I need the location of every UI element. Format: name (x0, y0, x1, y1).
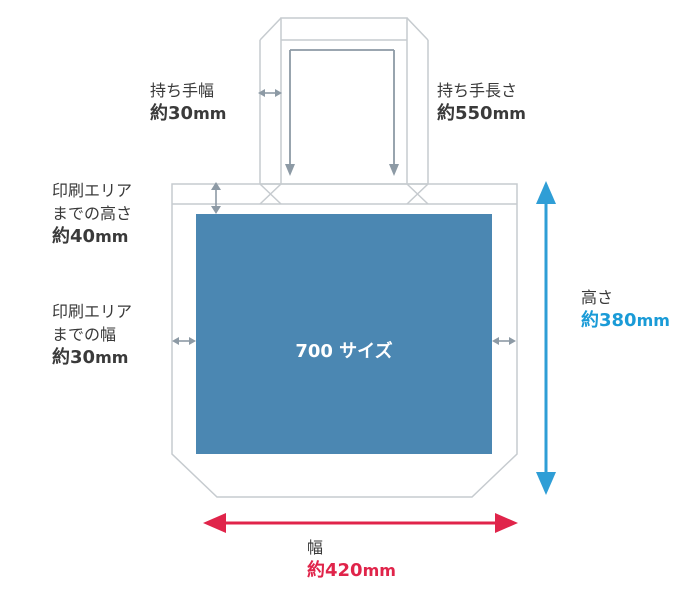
print-side-label: 印刷エリア までの幅 約30mm (52, 300, 132, 369)
print-top-line2: までの高さ (52, 204, 133, 223)
width-label: 幅 約420mm (307, 536, 396, 582)
handle-width-value: 約30mm (150, 103, 227, 124)
height-arrow (536, 181, 556, 495)
print-side-value: 約30mm (52, 347, 129, 368)
print-top-label: 印刷エリア までの高さ 約40mm (52, 179, 132, 248)
width-title: 幅 (307, 538, 324, 557)
height-label: 高さ 約380mm (581, 286, 670, 332)
height-value: 約380mm (581, 310, 670, 331)
print-side-line1: 印刷エリア (52, 302, 133, 321)
handle-length-value: 約550mm (437, 103, 526, 124)
handle-length-title: 持ち手長さ (437, 81, 518, 100)
handle-width-arrow (258, 89, 282, 97)
handle-length-label: 持ち手長さ 約550mm (437, 79, 526, 125)
bag-body (171, 183, 518, 498)
print-area (196, 214, 492, 454)
print-top-arrow (211, 182, 221, 214)
width-arrow (203, 513, 518, 533)
bag-handle (259, 17, 429, 205)
print-area-label: 700 サイズ (295, 341, 393, 362)
width-value: 約420mm (307, 560, 396, 581)
handle-width-title: 持ち手幅 (150, 81, 215, 100)
print-top-line1: 印刷エリア (52, 181, 133, 200)
print-side-line2: までの幅 (52, 325, 117, 344)
height-title: 高さ (581, 288, 614, 307)
handle-length-arrows (285, 49, 399, 176)
handle-width-label: 持ち手幅 約30mm (150, 79, 226, 125)
print-side-arrows (172, 337, 516, 345)
print-top-value: 約40mm (52, 226, 129, 247)
